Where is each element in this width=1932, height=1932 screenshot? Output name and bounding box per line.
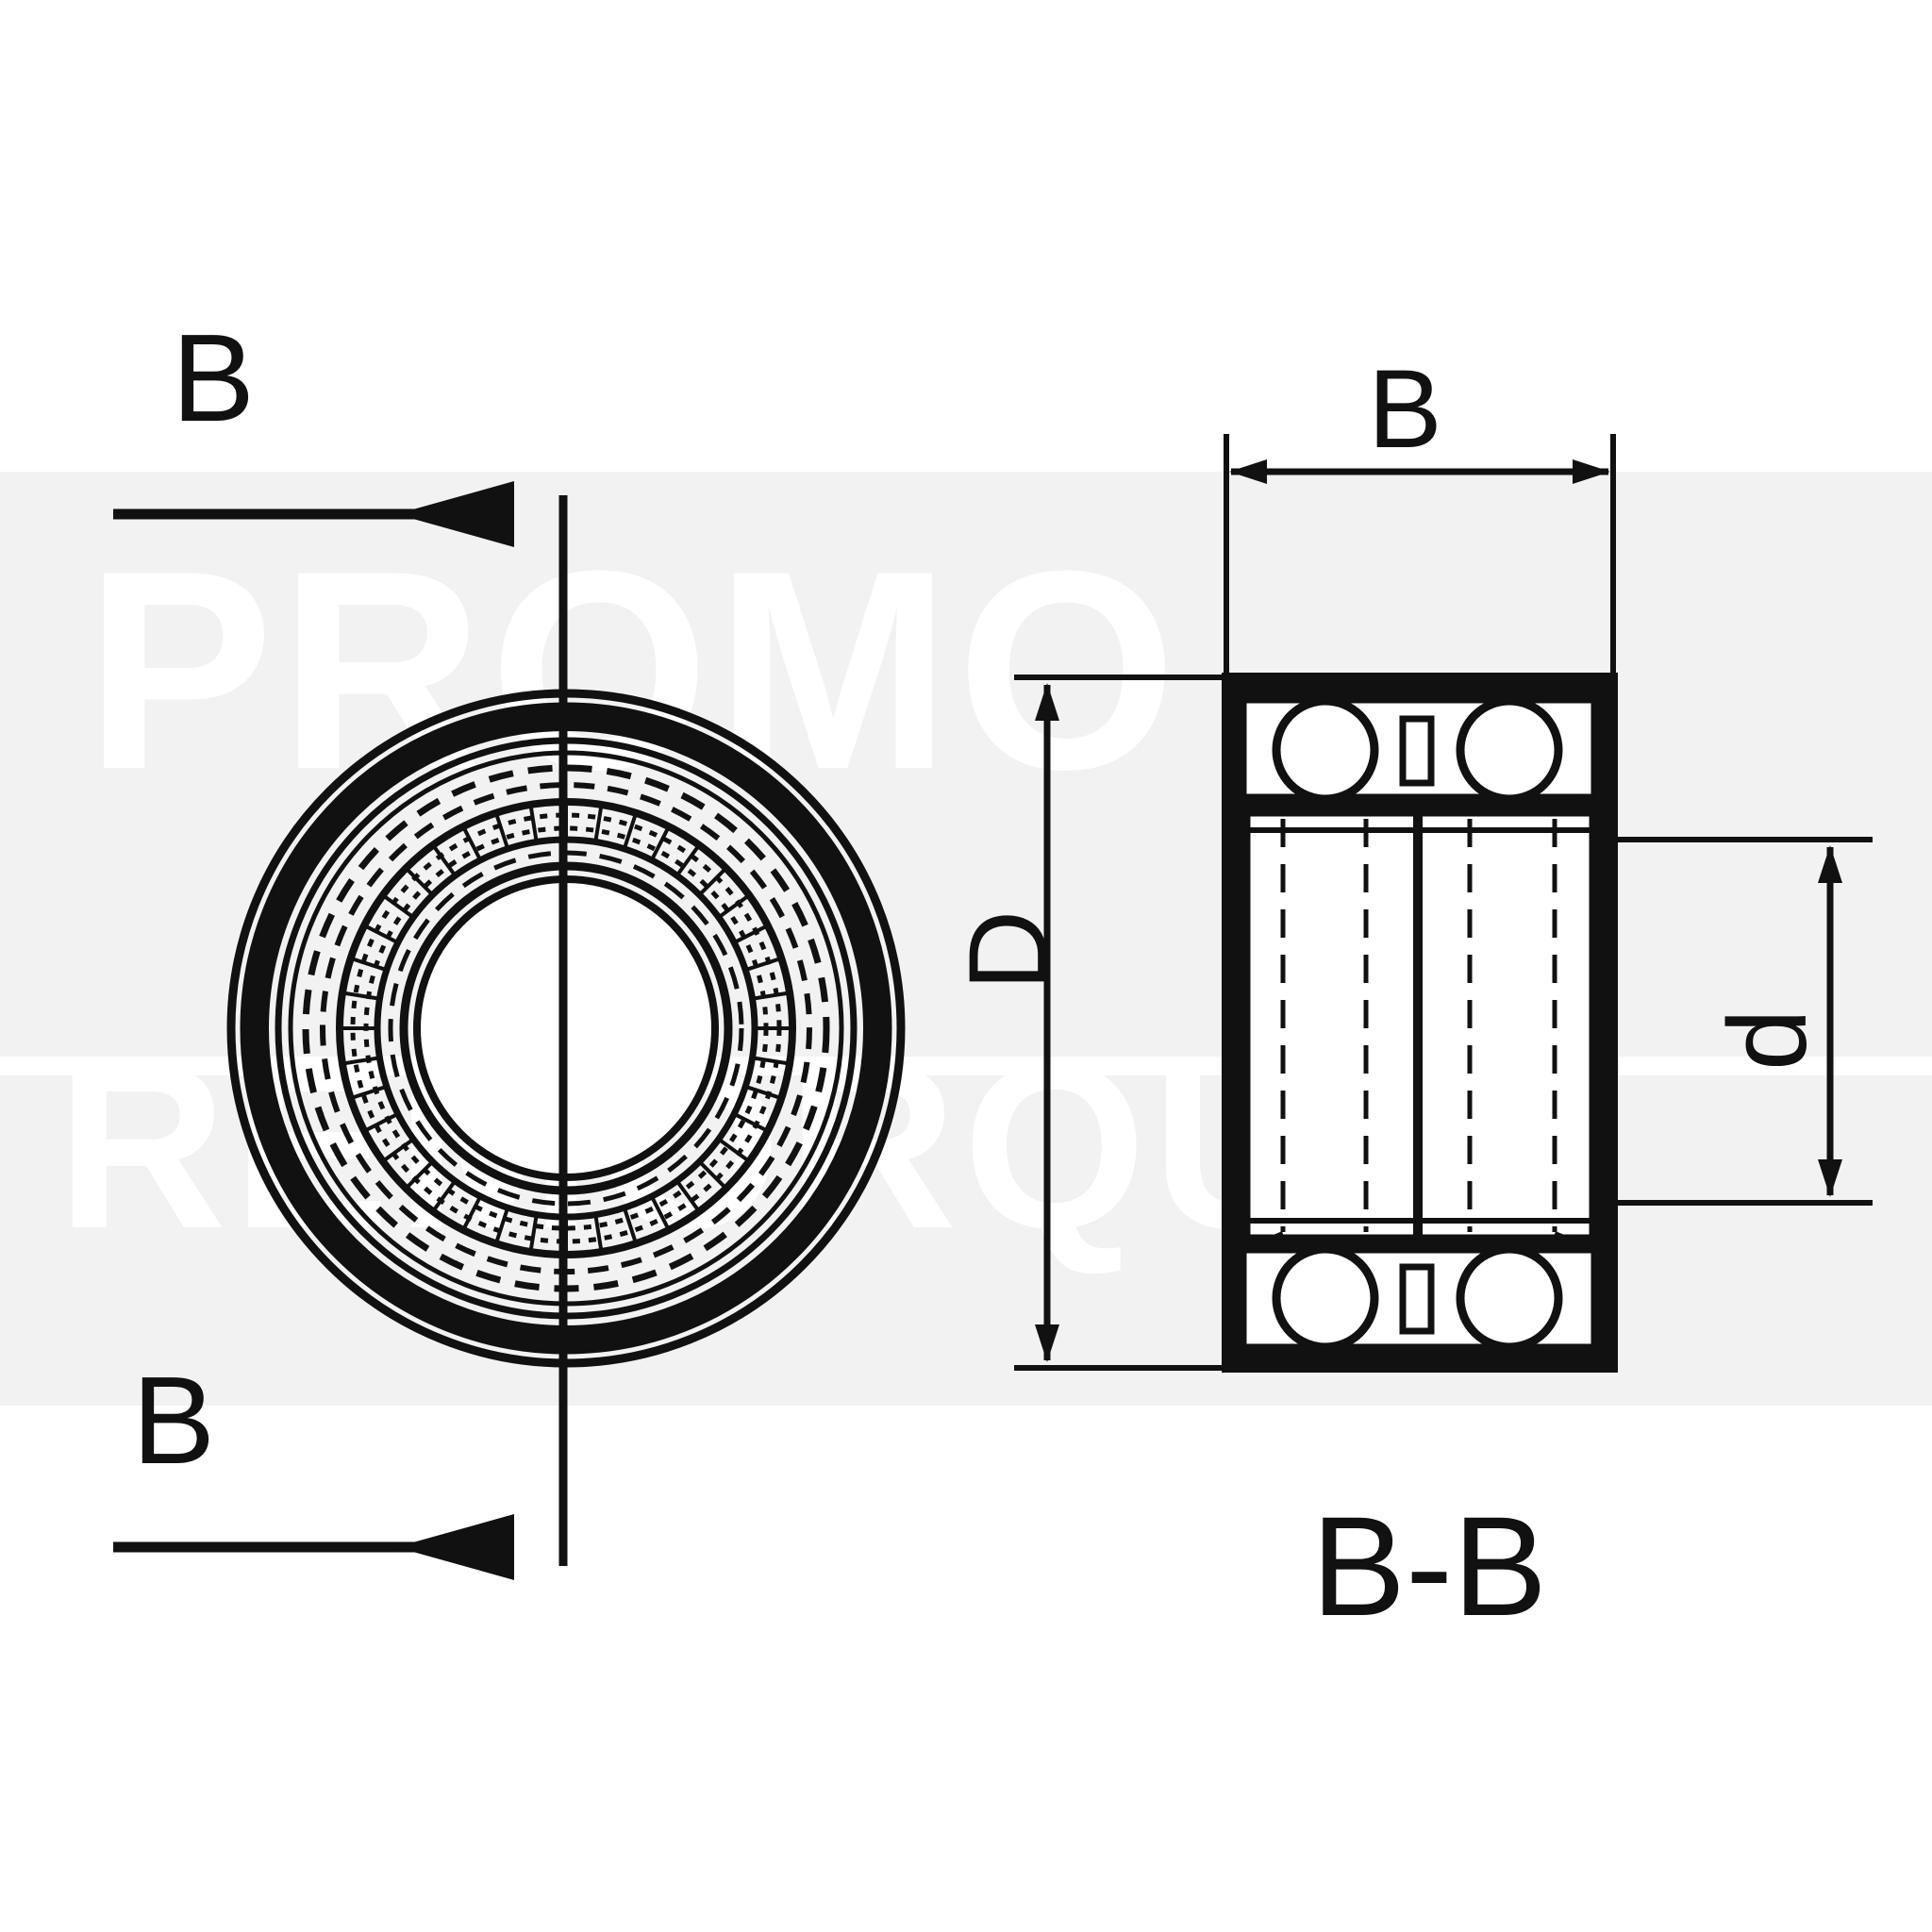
front-view-bearing [226, 689, 906, 1368]
dimension-B [1224, 434, 1616, 679]
section-arrow-top [113, 481, 514, 547]
section-view-title: B-B [1311, 1487, 1548, 1645]
dimension-D [1014, 675, 1245, 1371]
dimension-label-D: D [946, 909, 1071, 991]
watermark-line-1: PROMO [85, 511, 1183, 828]
section-bearing-body [1222, 673, 1618, 1373]
section-label-top: B [172, 308, 256, 447]
section-arrow-bottom [113, 1514, 514, 1580]
dimension-d [1594, 837, 1873, 1206]
dimension-label-B: B [1368, 347, 1442, 472]
section-label-bottom: B [132, 1351, 216, 1490]
dimension-label-d: d [1706, 1008, 1830, 1071]
